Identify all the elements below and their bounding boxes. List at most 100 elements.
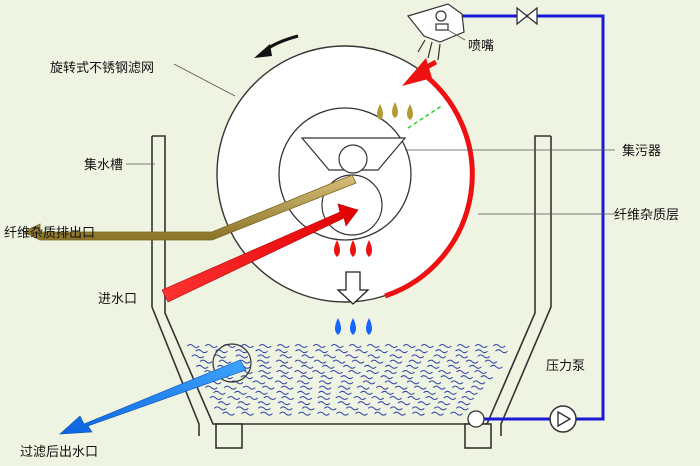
blue-drops [335, 318, 372, 335]
wave-mark [438, 370, 451, 374]
wave-mark [427, 359, 441, 364]
wave-mark [402, 390, 415, 395]
wave-mark [443, 396, 457, 400]
fiber-drops [377, 102, 413, 120]
wave-mark [213, 406, 227, 411]
outlet-ring [212, 343, 252, 383]
wave-mark [474, 344, 488, 348]
wave-mark [227, 396, 241, 400]
wave-mark [408, 359, 422, 364]
wave-mark [381, 390, 394, 395]
wave-mark [296, 380, 310, 385]
wave-mark [355, 349, 368, 354]
wave-mark [433, 406, 447, 411]
wave-mark [465, 390, 478, 395]
wave-mark [389, 406, 403, 411]
wave-mark [312, 344, 326, 348]
wave-mark [276, 344, 290, 348]
wave-mark [260, 411, 273, 416]
wave-mark [335, 349, 348, 354]
wave-mark [191, 354, 205, 359]
wave-mark [234, 390, 247, 395]
pipe-inlet-ring [467, 410, 485, 428]
wave-mark [213, 354, 227, 359]
wave-mark [400, 375, 414, 380]
wave-mark [393, 411, 406, 416]
wave-mark [432, 385, 446, 390]
wave-mark [480, 375, 494, 380]
wave-mark [484, 359, 498, 364]
wave-mark [450, 380, 464, 385]
wave-mark [413, 385, 427, 390]
wave-mark [340, 375, 354, 380]
wave-mark [215, 349, 228, 354]
wave-mark [420, 344, 434, 348]
wave-mark [237, 401, 251, 406]
wave-mark [363, 364, 377, 369]
rotation-arrow-icon [265, 34, 299, 52]
water-inlet-arrow [161, 203, 359, 303]
wave-mark [261, 385, 275, 390]
wave-mark [348, 344, 362, 348]
filtered-outlet-arrow [59, 359, 247, 435]
wave-mark [375, 385, 389, 390]
wave-mark [465, 359, 479, 364]
wave-mark [277, 401, 291, 406]
wave-mark [474, 370, 487, 374]
wave-mark [367, 354, 381, 359]
wave-mark [362, 380, 376, 385]
wave-mark [263, 396, 277, 400]
wave-mark [407, 396, 421, 400]
wave-mark [460, 375, 474, 380]
label-fiber-outlet: 纤维杂质排出口 [4, 226, 95, 241]
wave-mark [240, 344, 254, 348]
label-nozzle: 喷嘴 [468, 39, 494, 54]
label-pressure-pump: 压力泵 [546, 359, 585, 374]
wave-mark [241, 411, 254, 416]
wave-mark [433, 354, 447, 359]
wave-mark [423, 390, 436, 395]
wave-mark [320, 375, 334, 380]
wave-mark [470, 385, 484, 390]
wave-mark [242, 385, 256, 390]
wave-mark [339, 390, 352, 395]
wave-mark [298, 411, 311, 416]
wave-mark [461, 396, 475, 400]
wave-mark [431, 411, 444, 416]
down-arrow-icon [336, 271, 370, 305]
wave-mark [492, 344, 506, 348]
wave-mark [330, 370, 343, 374]
wave-mark [195, 349, 208, 354]
wave-mark [300, 375, 314, 380]
wave-mark [415, 349, 428, 354]
wave-mark [274, 380, 288, 385]
wave-mark [489, 364, 503, 369]
label-dirt-collector: 集污器 [622, 143, 661, 159]
wave-mark [257, 401, 271, 406]
wave-mark [444, 390, 457, 395]
wave-mark [300, 364, 314, 369]
label-fiber-layer: 纤维杂质层 [614, 208, 679, 223]
wave-mark [255, 349, 268, 354]
wave-mark [377, 401, 391, 406]
wave-mark [279, 354, 293, 359]
wave-mark [340, 380, 354, 385]
wave-mark [223, 385, 237, 390]
wave-mark [336, 411, 349, 416]
wave-mark [258, 344, 272, 348]
wave-mark [317, 396, 331, 400]
wave-mark [345, 354, 359, 359]
wave-mark [260, 375, 274, 380]
wave-mark [204, 385, 218, 390]
wave-mark [447, 364, 461, 369]
wave-mark [213, 390, 226, 395]
wave-mark [366, 370, 379, 374]
wave-mark [299, 385, 313, 390]
wave-mark [455, 354, 469, 359]
wave-mark [235, 354, 249, 359]
wave-mark [374, 411, 387, 416]
wave-mark [222, 411, 235, 416]
wave-mark [275, 349, 288, 354]
wave-mark [252, 380, 266, 385]
